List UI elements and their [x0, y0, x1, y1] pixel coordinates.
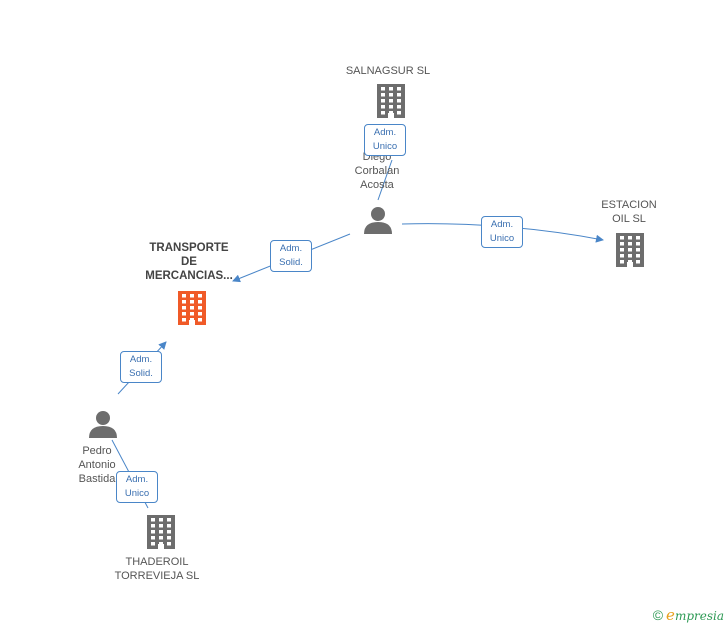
node-label-transporte[interactable]: TRANSPORTE DE MERCANCIAS... [129, 241, 249, 283]
node-label-line: ESTACION [601, 199, 657, 211]
node-label-line: Corbalan [354, 165, 400, 177]
brand-name: mpresia [674, 609, 724, 623]
brand-logo: ©empresia [653, 606, 724, 624]
node-label-line: THADEROIL [125, 556, 189, 568]
role-badge-diego-estacion[interactable]: Adm. Unico [481, 216, 523, 248]
role-badge-line: Adm. [125, 474, 149, 485]
brand-initial: e [666, 606, 675, 624]
role-badge-line: Adm. [373, 127, 397, 138]
building-icon-salnagsur[interactable] [377, 84, 405, 118]
building-icon-transporte[interactable] [178, 291, 206, 325]
node-label-line: Bastida [78, 473, 116, 485]
role-badge-pedro-thaderoil[interactable]: Adm. Unico [116, 471, 158, 503]
role-badge-line: Unico [372, 141, 398, 152]
node-label-salnagsur[interactable]: SALNAGSUR SL [328, 64, 448, 78]
role-badge-pedro-transporte[interactable]: Adm. Solid. [120, 351, 162, 383]
role-badge-diego-salnagsur[interactable]: Adm. Unico [364, 124, 406, 156]
node-label-line: SALNAGSUR SL [345, 65, 431, 77]
copyright-symbol: © [652, 607, 664, 623]
role-badge-line: Unico [489, 233, 515, 244]
node-label-line: TRANSPORTE [149, 242, 229, 254]
node-label-line: DE [181, 256, 197, 268]
person-icon-diego[interactable] [364, 207, 392, 234]
edge-diego-salnagsur [377, 159, 393, 201]
node-label-line: Antonio [78, 459, 116, 471]
role-badge-line: Unico [124, 488, 150, 499]
role-badge-diego-transporte[interactable]: Adm. Solid. [270, 240, 312, 272]
node-label-thaderoil[interactable]: THADEROIL TORREVIEJA SL [97, 555, 217, 583]
role-badge-line: Adm. [490, 219, 514, 230]
role-badge-line: Adm. [129, 354, 153, 365]
building-icon-estacion[interactable] [616, 233, 644, 267]
role-badge-line: Adm. [279, 243, 303, 254]
node-label-line: Pedro [82, 445, 112, 457]
node-label-line: Acosta [360, 179, 394, 191]
node-label-line: MERCANCIAS... [145, 270, 233, 282]
node-label-line: OIL SL [612, 213, 646, 225]
building-icon-thaderoil[interactable] [147, 515, 175, 549]
node-label-estacion[interactable]: ESTACION OIL SL [569, 198, 689, 226]
person-icon-pedro[interactable] [89, 411, 117, 438]
role-badge-line: Solid. [129, 368, 153, 379]
node-label-line: TORREVIEJA SL [114, 570, 200, 582]
role-badge-line: Solid. [279, 257, 303, 268]
